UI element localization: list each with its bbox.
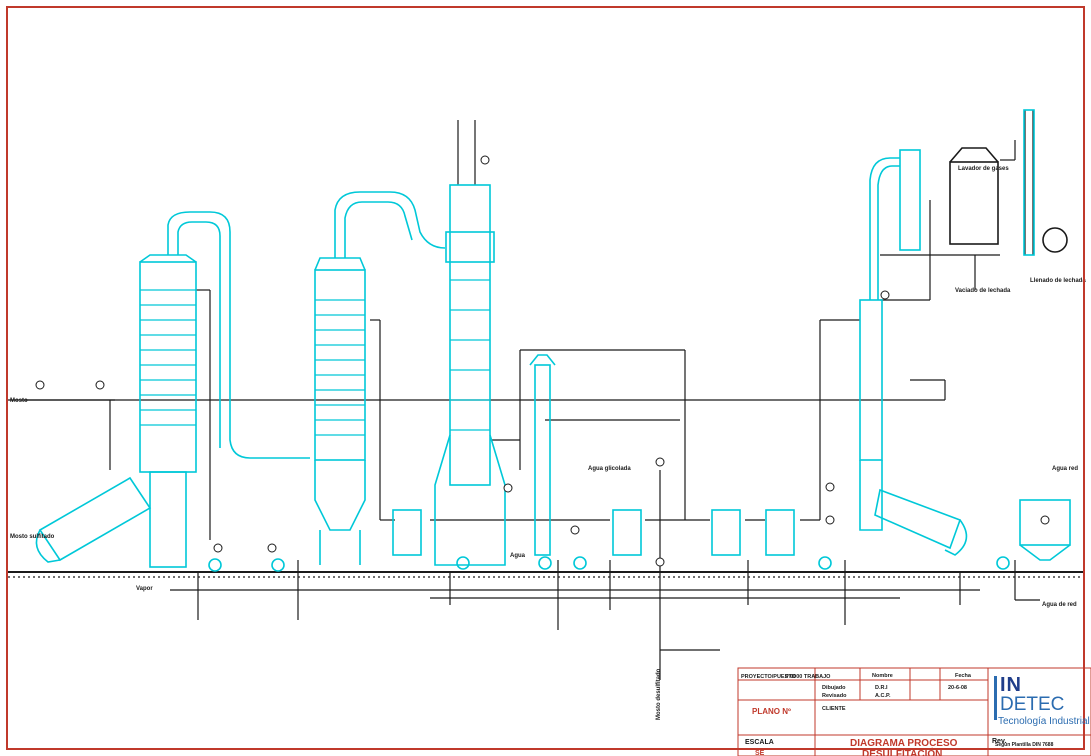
pump-5 — [573, 556, 587, 570]
plate-exchanger-2 — [612, 509, 642, 556]
reboiler-2 — [874, 488, 962, 550]
main-tower — [449, 184, 491, 486]
slurry-tank — [1019, 499, 1071, 546]
pump-3 — [456, 556, 470, 570]
instruments — [35, 155, 1050, 567]
tb-escala-label: ESCALA — [745, 739, 774, 746]
column-3 — [534, 364, 551, 556]
tb-dibujado-name: D.R.I — [875, 685, 888, 691]
label-lavador-gases: Lavador de gases — [958, 166, 1009, 172]
pump-7 — [996, 556, 1010, 570]
tb-rev-label: Rev. — [992, 738, 1006, 745]
tb-plano-label: PLANO Nº — [752, 707, 791, 716]
tb-fecha-header: Fecha — [955, 673, 972, 679]
label-agua: Agua — [510, 553, 526, 559]
tb-dibujado-label: Dibujado — [822, 685, 846, 691]
tb-revisado-label: Revisado — [822, 693, 847, 699]
plate-exchanger-3 — [711, 509, 741, 556]
label-vaciado-lechada: Vaciado de lechada — [955, 288, 1011, 294]
equipment — [35, 109, 1071, 572]
label-desulfitado: Mosto desulfitado — [656, 668, 662, 720]
tb-diagram-title-1: DIAGRAMA PROCESO — [850, 738, 958, 749]
column-2 — [314, 269, 366, 461]
reboiler-1 — [38, 476, 152, 562]
tb-proyecto-value: P 0000 TRABAJO — [785, 674, 831, 680]
tb-revisado-name: A.C.P. — [875, 693, 891, 699]
plate-exchanger-4 — [765, 509, 795, 556]
tb-proyecto-label: PROYECTO/PUESTO — [741, 674, 797, 680]
condenser-column — [899, 149, 921, 251]
column-1 — [139, 261, 197, 473]
label-llenado-lechada: Llenado de lechada — [1030, 278, 1086, 284]
title-block — [737, 667, 1091, 756]
fan — [1042, 227, 1068, 253]
pump-6 — [818, 556, 832, 570]
column-4 — [859, 299, 883, 461]
tb-nombre-header: Nombre — [872, 673, 893, 679]
logo-line1: IN — [1000, 674, 1022, 696]
piping-lines — [8, 110, 1085, 680]
pump-4 — [538, 556, 552, 570]
tb-diagram-title-2: DESULFITACIÓN — [862, 747, 942, 756]
company-logo: IN DETEC Tecnología Industrial — [992, 670, 1091, 730]
pump-2 — [271, 558, 285, 572]
label-agua-glicolada: Agua glicolada — [588, 466, 631, 472]
tb-norma-text: Según Plantilla DIN 7688 — [995, 742, 1054, 748]
label-agua-red: Agua red — [1052, 466, 1078, 472]
label-salida: Agua de red — [1042, 602, 1077, 608]
gas-scrubber — [949, 161, 999, 245]
logo-bar — [994, 676, 997, 720]
tb-escala-value: SE — [755, 750, 765, 756]
logo-line2: DETEC — [1000, 694, 1065, 715]
label-vapor: Vapor — [136, 586, 153, 592]
logo-line3: Tecnología Industrial — [998, 716, 1090, 727]
label-mosto: Mosto — [10, 398, 28, 404]
tb-cliente-label: CLIENTE — [822, 706, 846, 712]
pump-1 — [208, 558, 222, 572]
plate-exchanger-1 — [392, 509, 422, 556]
tb-dibujado-date: 20-6-08 — [948, 685, 967, 691]
label-entrada: Mosto sulfitado — [10, 534, 55, 540]
